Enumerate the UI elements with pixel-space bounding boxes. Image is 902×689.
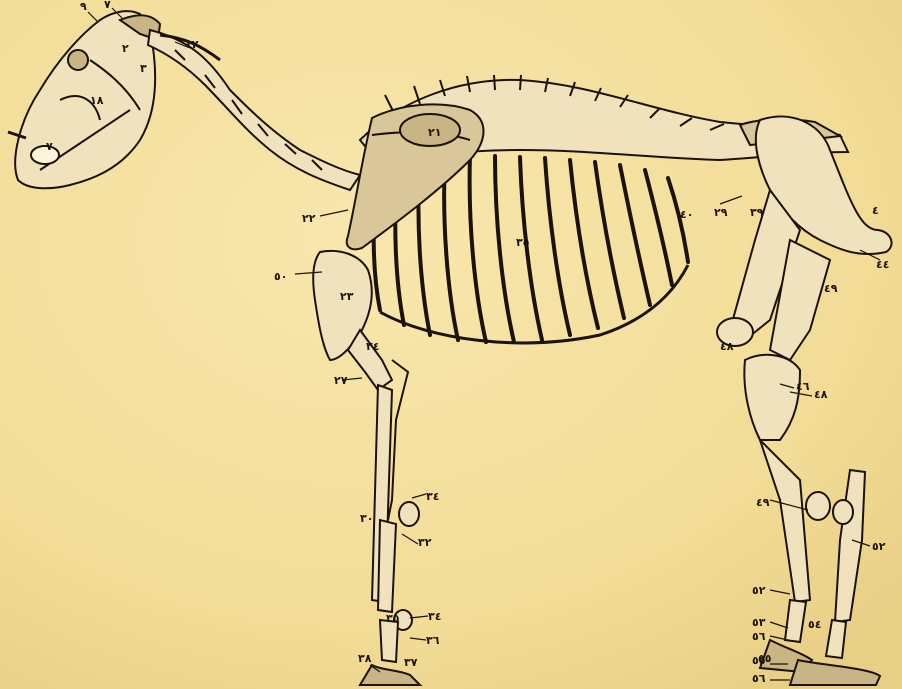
label-hoof-front-a: ٣٨ bbox=[358, 652, 372, 665]
label-hock-a: ٤٦ bbox=[796, 380, 810, 393]
label-humerus: ٢٣ bbox=[340, 290, 354, 303]
label-atlas: ١٢ bbox=[185, 38, 199, 51]
label-stifle: ٤٨ bbox=[720, 340, 734, 353]
label-elbow: ٢٤ bbox=[366, 340, 379, 353]
label-shoulder-joint: ٥٠ bbox=[274, 270, 287, 283]
label-femur: ٤٩ bbox=[824, 282, 838, 295]
label-pastern-hind-a: ٥٣ bbox=[752, 616, 766, 629]
label-cannon-front: ٣٠ bbox=[360, 512, 373, 525]
label-lumbar: ٢٩ bbox=[714, 206, 728, 219]
label-hoof-hind-b: ٥٥ bbox=[752, 654, 766, 667]
label-cannon-hind-b: ٥٢ bbox=[872, 540, 886, 553]
label-scapula-cartilage: ٢٢ bbox=[302, 212, 316, 225]
label-hoof-hind-a: ٥٦ bbox=[752, 630, 766, 643]
label-fetlock-hind-b: ٥٤ bbox=[808, 618, 821, 631]
label-mandible: ٣ bbox=[140, 62, 147, 75]
label-pastern-front: ٣٦ bbox=[426, 634, 440, 647]
label-tail-root: ٤ bbox=[872, 204, 879, 217]
label-hock-b: ٤٨ bbox=[814, 388, 828, 401]
label-knee-front-a: ٣٤ bbox=[426, 490, 439, 503]
label-hoof-hind-c: ٥٦ bbox=[752, 672, 766, 685]
label-scapula: ٢١ bbox=[428, 126, 441, 139]
label-forearm: ٢٧ bbox=[334, 374, 348, 387]
label-skull-c: ٢ bbox=[122, 42, 129, 55]
label-fetlock-front-a: ٣٥ bbox=[386, 612, 400, 625]
label-fetlock-front-b: ٣٤ bbox=[428, 610, 441, 623]
label-jaw: ١٨ bbox=[90, 94, 104, 107]
label-fetlock-hind-a: ٥٢ bbox=[752, 584, 766, 597]
label-hoof-front-b: ٣٧ bbox=[404, 656, 418, 669]
label-hip-joint: ٤٤ bbox=[876, 258, 889, 271]
label-point-of-hip: ٣٩ bbox=[750, 206, 764, 219]
label-rib-cartilage: ٤٠ bbox=[680, 208, 693, 221]
label-skull-b: ٧ bbox=[104, 0, 111, 11]
label-splint-front: ٣٢ bbox=[418, 536, 432, 549]
label-ribs: ٣٥ bbox=[516, 236, 530, 249]
label-nose: ٧ bbox=[46, 140, 53, 153]
label-skull-a: ٩ bbox=[80, 0, 87, 13]
label-cannon-hind-a: ٤٩ bbox=[756, 496, 770, 509]
